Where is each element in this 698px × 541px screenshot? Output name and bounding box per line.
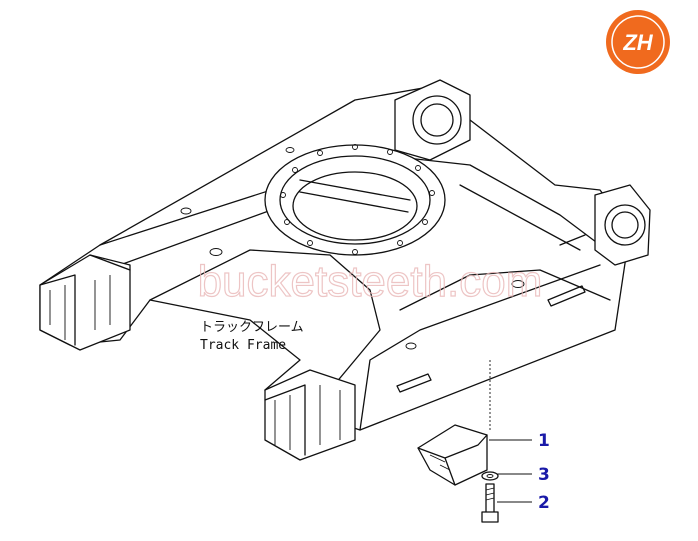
ring-bolt-holes xyxy=(280,144,435,255)
part-washer xyxy=(481,471,499,481)
logo-text: ZH xyxy=(622,30,653,55)
callout-2: 2 xyxy=(538,493,550,513)
part-bolt xyxy=(481,483,499,523)
callout-3: 3 xyxy=(538,465,550,485)
brand-logo: ZH xyxy=(606,10,670,74)
frame-label-en: Track Frame xyxy=(200,338,286,353)
part-bracket xyxy=(417,424,488,486)
track-frame-drawing xyxy=(39,79,651,461)
frame-label-jp: トラックフレーム xyxy=(200,320,304,335)
callout-1: 1 xyxy=(538,431,550,451)
watermark: bucketsteeth.com xyxy=(198,257,543,306)
